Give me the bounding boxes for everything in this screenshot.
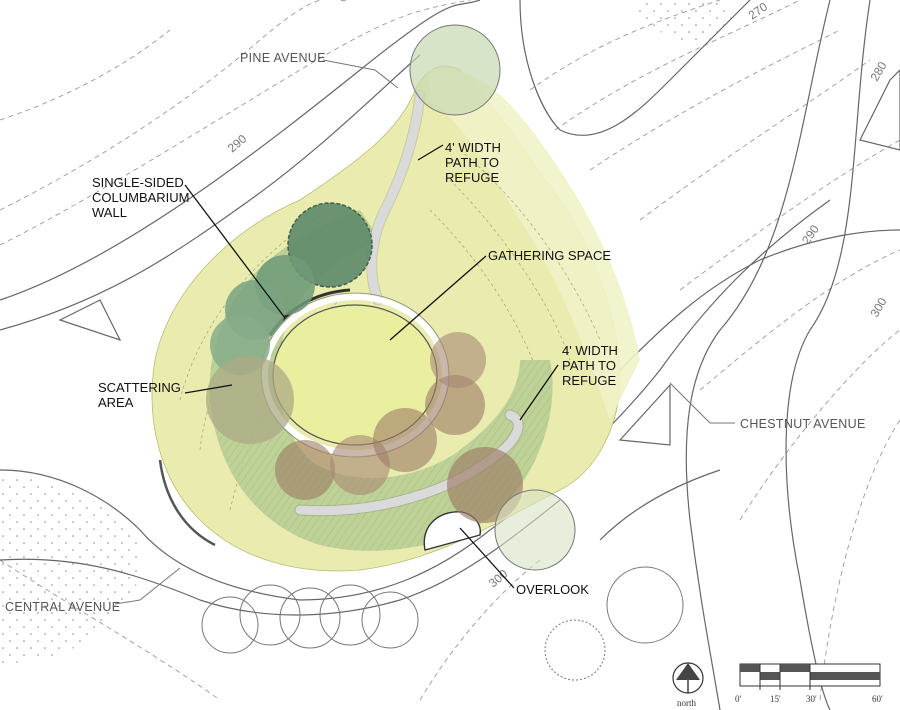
contour-label-270: 270	[746, 0, 771, 22]
north-arrow-label: north	[677, 698, 696, 708]
trees	[201, 24, 684, 681]
path-east-label-2: PATH TO	[562, 358, 616, 373]
scattering-area-label-2: AREA	[98, 395, 134, 410]
columbarium-label-3: WALL	[92, 205, 127, 220]
scale-tick-30: 30'	[806, 694, 817, 704]
memorial-site	[151, 65, 640, 572]
path-north-label-1: 4' WIDTH	[445, 140, 501, 155]
chestnut-avenue-label: CHESTNUT AVENUE	[740, 417, 866, 431]
overlook-label: OVERLOOK	[516, 582, 589, 597]
street-labels: PINE AVENUE CENTRAL AVENUE CHESTNUT AVEN…	[5, 51, 866, 614]
central-avenue-label: CENTRAL AVENUE	[5, 600, 120, 614]
scale-tick-15: 15'	[770, 694, 781, 704]
north-arrow: north	[672, 662, 704, 708]
scale-bar: 0' 15' 30' 60'	[735, 663, 883, 704]
north-path	[367, 90, 425, 305]
columbarium-label-1: SINGLE-SIDED	[92, 175, 184, 190]
scattering-area-label-1: SCATTERING	[98, 380, 181, 395]
stipple-areas	[0, 0, 737, 665]
columbarium-label-2: COLUMBARIUM	[92, 190, 190, 205]
contour-label-280: 280	[867, 59, 889, 84]
path-north-label-2: PATH TO	[445, 155, 499, 170]
contour-label-290-e: 290	[799, 222, 822, 247]
pine-avenue-label: PINE AVENUE	[240, 51, 326, 65]
scale-tick-60: 60'	[872, 694, 883, 704]
path-north-label-3: REFUGE	[445, 170, 500, 185]
contour-label-290-nw: 290	[225, 131, 250, 155]
path-east-label-3: REFUGE	[562, 373, 617, 388]
path-east-label-1: 4' WIDTH	[562, 343, 618, 358]
gathering-space-label: GATHERING SPACE	[488, 248, 611, 263]
scale-tick-0: 0'	[735, 694, 742, 704]
contour-label-300-e: 300	[867, 295, 889, 320]
callout-labels: 4' WIDTH PATH TO REFUGE SINGLE-SIDED COL…	[92, 140, 618, 597]
